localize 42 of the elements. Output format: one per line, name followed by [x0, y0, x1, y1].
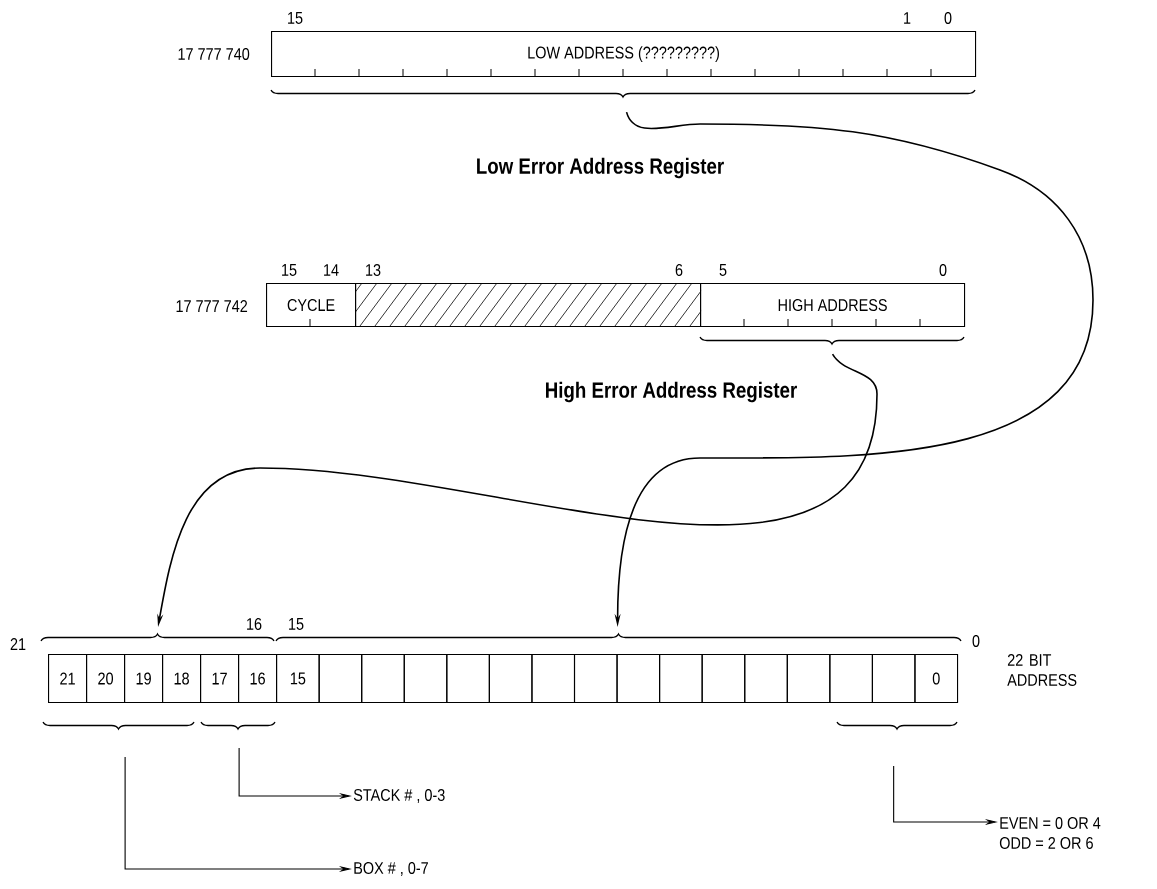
- address-label: 17 777 740: [178, 47, 250, 60]
- bit-number: 14: [324, 264, 339, 276]
- bit-cell: [531, 654, 576, 704]
- bit-cell: 0: [914, 654, 959, 704]
- bit-number: 15: [289, 618, 304, 630]
- bit-number: 0: [972, 634, 980, 647]
- bit-cell: [573, 654, 618, 704]
- note-text: STACK # , 0-3: [353, 788, 445, 803]
- bit-cell: [318, 654, 363, 704]
- bit-cell: [659, 654, 703, 704]
- register-caption: Low Error Address Register: [477, 157, 724, 179]
- bit-cell: [786, 654, 831, 704]
- bit-cell: 18: [162, 654, 202, 704]
- address-label: 22 BIT ADDRESS: [1007, 653, 1077, 686]
- bit-number: 5: [719, 264, 727, 276]
- bit-cell: [488, 654, 533, 704]
- register-field: LOW ADDRESS (?????????): [271, 31, 977, 78]
- address-label: 17 777 742: [176, 300, 248, 312]
- bit-cell: 15: [276, 654, 320, 704]
- bit-number: 6: [675, 263, 683, 276]
- bit-cell: 16: [238, 654, 278, 704]
- bit-cell: [744, 654, 788, 704]
- note-text: BOX # , 0-7: [354, 861, 428, 876]
- bit-cell: [701, 654, 746, 704]
- bit-cell: [361, 654, 405, 704]
- bit-number: 21: [10, 638, 26, 650]
- bit-cell: 20: [86, 654, 126, 704]
- bit-cell: [871, 654, 916, 704]
- bit-number: 13: [366, 263, 381, 276]
- bit-cell: 21: [48, 654, 88, 704]
- bit-number: 16: [247, 617, 262, 630]
- register-caption: High Error Address Register: [546, 381, 797, 403]
- bit-cell: [616, 654, 661, 704]
- hatched-field: [355, 283, 702, 328]
- bit-cell: [829, 654, 873, 704]
- bit-cell: [446, 654, 490, 704]
- bit-cell: 19: [124, 654, 164, 704]
- register-field: CYCLE: [266, 283, 357, 328]
- bit-cell: [403, 654, 448, 704]
- register-field: HIGH ADDRESS: [700, 283, 966, 328]
- note-text: EVEN = 0 OR 4 ODD = 2 OR 6: [999, 816, 1101, 849]
- bit-cell: 17: [200, 654, 240, 704]
